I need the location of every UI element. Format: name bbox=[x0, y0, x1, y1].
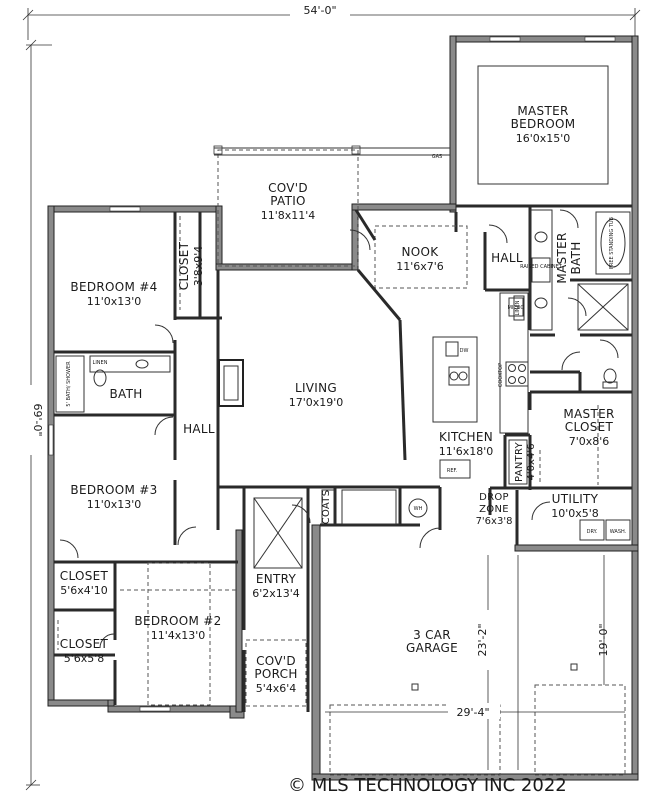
pantry-size: 4'0x4'6 bbox=[526, 444, 537, 481]
room-labels: MASTER BEDROOM 16'0x15'0 COV'D PATIO 11'… bbox=[60, 104, 615, 695]
dryer-label: DRY. bbox=[587, 529, 598, 535]
drop-zone-label-1: DROP bbox=[479, 492, 509, 503]
dw-label: DW bbox=[460, 348, 469, 354]
overall-depth-dimension: 69'-0" bbox=[23, 39, 52, 791]
garage-label-2: GARAGE bbox=[406, 641, 458, 655]
gas-label: GAS bbox=[432, 154, 442, 160]
living-size: 17'0x19'0 bbox=[289, 396, 344, 409]
kitchen-label: KITCHEN bbox=[439, 430, 493, 444]
bedroom4-size: 11'0x13'0 bbox=[87, 295, 142, 308]
master-bedroom-label-1: MASTER bbox=[517, 104, 568, 118]
nook-size: 11'6x7'6 bbox=[396, 260, 444, 273]
tub-bath-label: 5' BATH/ SHOWER bbox=[66, 361, 72, 407]
raised-cabinet-label: RAISED CABINET bbox=[520, 264, 563, 270]
closet3-label: CLOSET bbox=[60, 569, 109, 583]
covd-patio-label-2: PATIO bbox=[270, 194, 306, 208]
closet4-label: CLOSET bbox=[177, 241, 191, 290]
overall-width-dimension: 54'-0" bbox=[22, 4, 641, 40]
copyright-watermark: © MLS TECHNOLOGY INC 2022 bbox=[288, 775, 567, 796]
closet2-label: CLOSET bbox=[60, 637, 109, 651]
drop-zone-size: 7'6x3'8 bbox=[476, 516, 513, 527]
tub-master-label: FREE STANDING TUB bbox=[609, 216, 615, 269]
closet4-size: 3'8x9'4 bbox=[192, 246, 205, 287]
bedroom2-size: 11'4x13'0 bbox=[151, 629, 206, 642]
closet2-size: 5'6x5'8 bbox=[64, 652, 105, 665]
bedroom3-label: BEDROOM #3 bbox=[70, 483, 157, 497]
wh-label: WH bbox=[414, 506, 423, 512]
master-bedroom-size: 16'0x15'0 bbox=[516, 132, 571, 145]
bedroom2-label: BEDROOM #2 bbox=[134, 614, 221, 628]
covd-patio-size: 11'8x11'4 bbox=[261, 209, 316, 222]
covd-porch-size: 5'4x6'4 bbox=[256, 682, 297, 695]
entry-size: 6'2x13'4 bbox=[252, 587, 300, 600]
washer-label: WASH. bbox=[610, 529, 627, 535]
covd-porch-label-2: PORCH bbox=[254, 667, 297, 681]
master-bath-label-1: MASTER bbox=[555, 232, 569, 283]
covd-patio-label-1: COV'D bbox=[268, 181, 308, 195]
micro-label: MICRO bbox=[508, 305, 525, 311]
garage-label-1: 3 CAR bbox=[413, 628, 451, 642]
bedroom3-size: 11'0x13'0 bbox=[87, 498, 142, 511]
closet3-size: 5'6x4'10 bbox=[60, 584, 108, 597]
garage-depth-left-label: 23'-2" bbox=[476, 623, 489, 656]
utility-size: 10'0x5'8 bbox=[551, 507, 599, 520]
linen-master-label: LINEN bbox=[515, 300, 521, 315]
nook-label: NOOK bbox=[402, 245, 440, 259]
covd-porch-label-1: COV'D bbox=[256, 654, 296, 668]
bedroom4-label: BEDROOM #4 bbox=[70, 280, 157, 294]
cooktop-label: COOKTOP bbox=[498, 363, 504, 387]
master-bath-label-2: BATH bbox=[569, 241, 583, 274]
hall-master-label: HALL bbox=[491, 251, 523, 265]
utility-label: UTILITY bbox=[552, 492, 599, 506]
pantry-label: PANTRY bbox=[514, 441, 525, 482]
drop-zone-label-2: ZONE bbox=[479, 504, 509, 515]
kitchen-size: 11'6x18'0 bbox=[439, 445, 494, 458]
garage-width-label: 29'-4" bbox=[456, 706, 489, 719]
master-closet-label-1: MASTER bbox=[563, 407, 614, 421]
living-label: LIVING bbox=[295, 381, 337, 395]
coats-label: COATS bbox=[321, 490, 332, 525]
overall-width-label: 54'-0" bbox=[303, 4, 336, 17]
entry-label: ENTRY bbox=[256, 572, 297, 586]
master-closet-size: 7'0x8'6 bbox=[569, 435, 610, 448]
ref-label: REF. bbox=[447, 468, 458, 474]
details: GAS DW MICRO COOKTOP REF. RAIS bbox=[55, 65, 631, 776]
exterior-walls bbox=[47, 35, 639, 781]
hall-bedrooms-label: HALL bbox=[183, 422, 215, 436]
master-bedroom-label-2: BEDROOM bbox=[511, 117, 576, 131]
garage-depth-right-label: 19'-0" bbox=[597, 623, 610, 656]
bath-label: BATH bbox=[109, 387, 142, 401]
linen-bath-label: LINEN bbox=[93, 360, 108, 366]
master-closet-label-2: CLOSET bbox=[565, 420, 614, 434]
overall-depth-label: 69'-0" bbox=[31, 403, 44, 436]
